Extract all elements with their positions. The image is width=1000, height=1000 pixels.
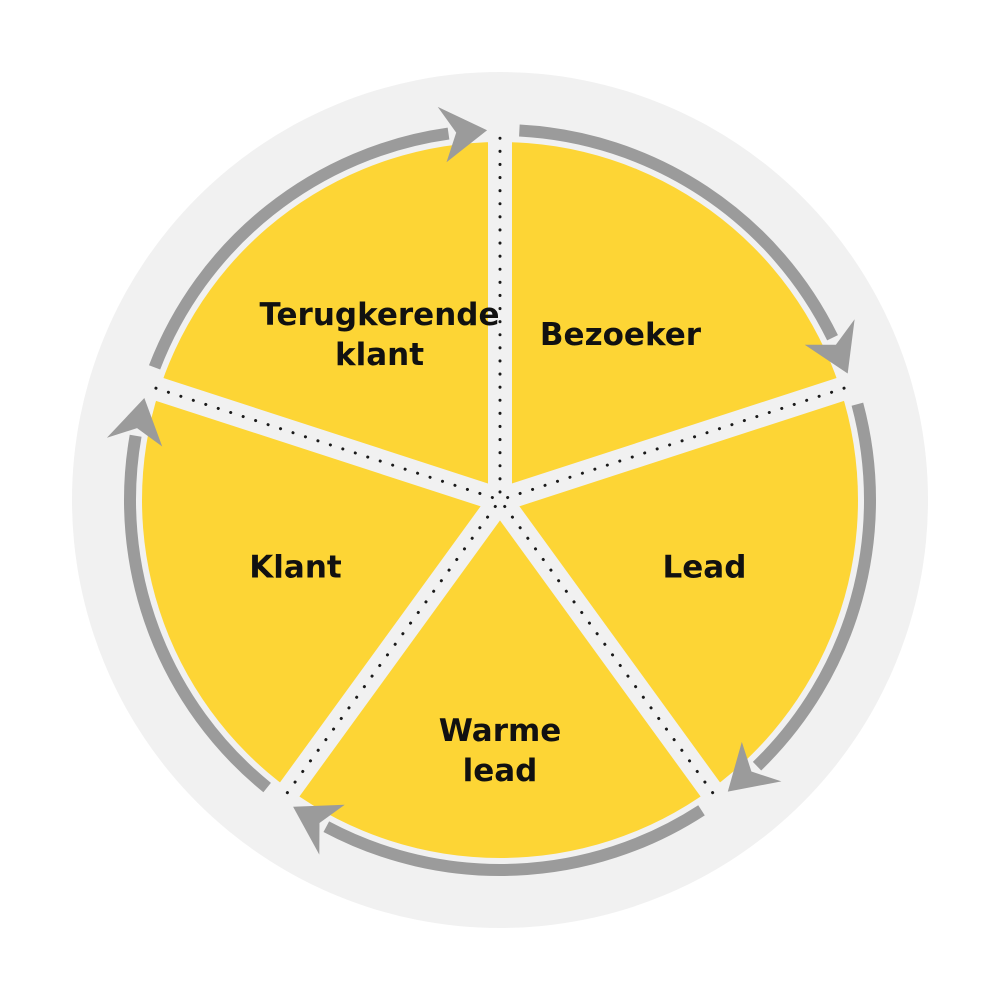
- divider-dots: [506, 384, 852, 500]
- segments-layer: [141, 142, 858, 859]
- cycle-arrow-shaft: [752, 402, 876, 771]
- segment-klant: [141, 389, 501, 790]
- divider-dots: [282, 504, 497, 800]
- segment-label-lead: Lead: [663, 549, 747, 585]
- cycle-arrow-head-icon: [804, 319, 855, 374]
- cycle-arrows: [106, 106, 876, 876]
- cycle-arrow-shaft: [148, 127, 450, 370]
- cycle-arrow-shaft: [323, 805, 705, 876]
- cycle-arrow-head-icon: [727, 741, 782, 792]
- cycle-arrow-head-icon: [437, 106, 488, 163]
- segment-label-bezoeker: Bezoeker: [540, 317, 702, 353]
- segment-lead: [500, 389, 858, 790]
- divider-dots: [503, 504, 718, 800]
- cycle-arrow-head-icon: [106, 398, 163, 447]
- divider-dots: [148, 384, 494, 500]
- dividers-layer: [142, 128, 858, 809]
- segment-label-klant: Klant: [249, 549, 342, 585]
- segment-warme-lead: [289, 500, 711, 859]
- cycle-arrow-shaft: [124, 434, 271, 793]
- segment-label-warme-lead: Warme: [439, 713, 562, 749]
- cycle-arrow-head-icon: [293, 804, 345, 855]
- cycle-arrow-shaft: [519, 124, 838, 341]
- segment-label-warme-lead: lead: [463, 753, 538, 789]
- segment-label-terugkerende-klant: klant: [335, 337, 424, 373]
- segment-label-terugkerende-klant: Terugkerende: [259, 297, 499, 333]
